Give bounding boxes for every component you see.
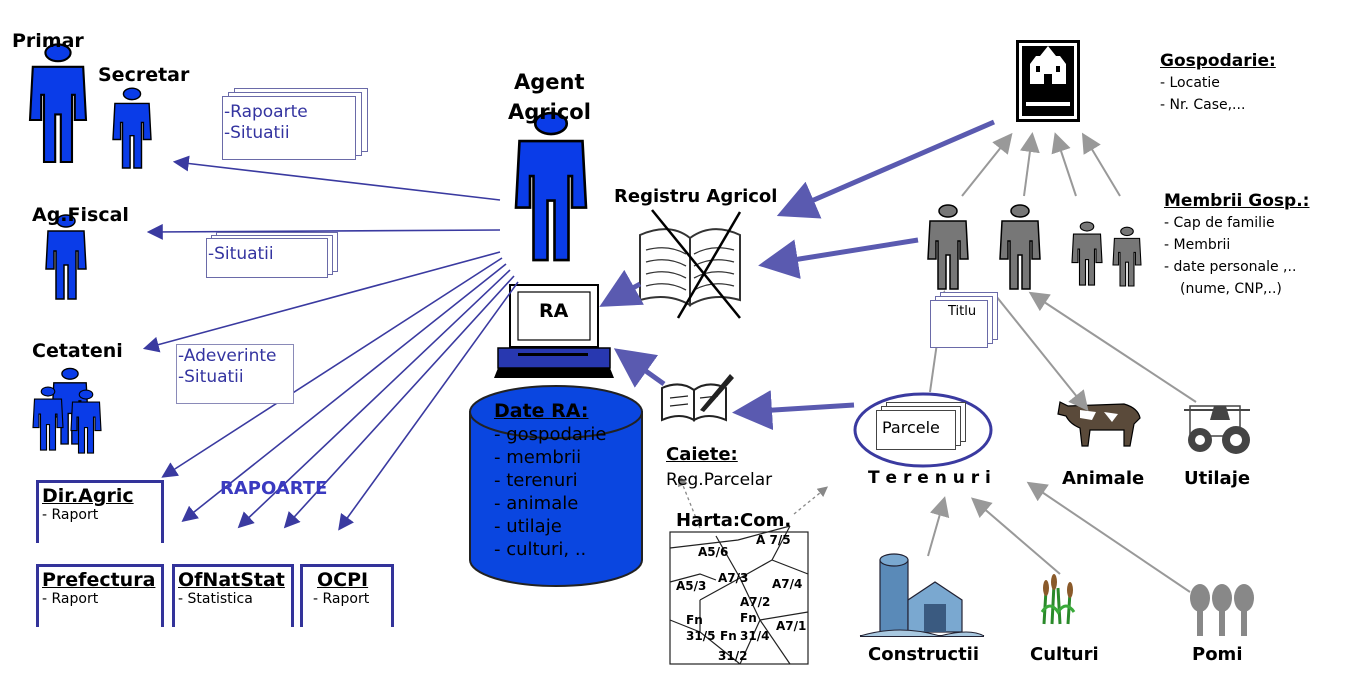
parcele-label: Parcele xyxy=(882,418,940,437)
agent-agricol-person-icon xyxy=(514,111,588,262)
database-title: Date RA: xyxy=(494,400,589,422)
rapoarte-situatii-document: -Rapoarte -Situatii xyxy=(222,88,372,166)
parcele-highlight xyxy=(853,392,993,468)
computer-icon xyxy=(494,284,614,378)
report-title: OCPI xyxy=(317,569,369,591)
relation-arrows xyxy=(927,132,1197,593)
membrii-info: Membrii Gosp.: - Cap de familie - Membri… xyxy=(1164,190,1309,300)
crops-icon xyxy=(1040,574,1076,625)
rapoarte-label: -Rapoarte xyxy=(224,102,308,122)
membrii-item: - Membrii xyxy=(1164,237,1231,253)
ag-fiscal-person-icon xyxy=(45,214,87,300)
situatii-only-label: -Situatii xyxy=(208,244,274,264)
parcele-document: Parcele xyxy=(876,402,966,454)
membrii-item: - date personale ,.. xyxy=(1164,259,1297,275)
utilaje-label: Utilaje xyxy=(1184,468,1251,489)
report-sub: - Raport xyxy=(42,507,99,523)
report-title: OfNatStat xyxy=(178,569,285,591)
report-sub: - Raport xyxy=(42,591,99,607)
ag-fiscal-label: Ag.Fiscal xyxy=(32,204,129,226)
database-text: Date RA: - gospodarie - membrii - terenu… xyxy=(494,400,606,561)
map-parcel-label: 31/4 xyxy=(740,629,769,643)
agent-label-line2: Agricol xyxy=(508,100,591,124)
database-item: - animale xyxy=(494,493,579,514)
gospodarie-item: - Nr. Case,... xyxy=(1160,97,1246,113)
tractor-icon xyxy=(1184,405,1250,454)
registru-book-icon xyxy=(639,209,742,319)
caiete-book-icon xyxy=(661,374,734,422)
trees-icon xyxy=(1190,584,1254,636)
primar-label: Primar xyxy=(12,30,84,52)
database-item: - gospodarie xyxy=(494,424,607,445)
membrii-title: Membrii Gosp.: xyxy=(1164,191,1310,211)
database-item: - membrii xyxy=(494,447,582,468)
gospodarie-item: - Locatie xyxy=(1160,75,1220,91)
cetateni-people-icon xyxy=(32,367,102,454)
adeverinte-label: -Adeverinte xyxy=(178,346,277,366)
titlu-document: Titlu xyxy=(930,292,1000,356)
household-members-icon xyxy=(927,204,1142,290)
map-dotted-arrows xyxy=(678,475,829,529)
animale-label: Animale xyxy=(1062,468,1145,489)
report-prefectura: Prefectura - Raport xyxy=(36,564,164,627)
secretar-label: Secretar xyxy=(98,64,190,86)
adeverinte-situatii-label: -Situatii xyxy=(178,367,244,387)
gospodarie-info: Gospodarie: - Locatie - Nr. Case,... xyxy=(1160,50,1276,116)
database-item: - culturi, .. xyxy=(494,539,587,560)
caiete-sub: Reg.Parcelar xyxy=(666,470,773,490)
cow-icon xyxy=(1057,401,1141,447)
agent-distribution-arrows xyxy=(142,155,519,531)
report-ofnatstat: OfNatStat - Statistica xyxy=(172,564,294,627)
harta-title: Harta:Com. xyxy=(676,510,792,531)
report-sub: - Raport xyxy=(313,591,370,607)
primar-person-icon xyxy=(28,43,88,164)
harta-map-icon xyxy=(669,525,809,665)
map-parcel-label: A7/4 xyxy=(772,577,802,591)
terenuri-label: T e r e n u r i xyxy=(868,468,991,488)
secretar-person-icon xyxy=(112,87,152,169)
constructii-label: Constructii xyxy=(868,644,980,665)
house-icon xyxy=(1016,40,1080,122)
map-parcel-label: Fn xyxy=(686,613,703,627)
map-parcel-label: A5/6 xyxy=(698,545,728,559)
map-parcel-label: A7/1 xyxy=(776,619,806,633)
agent-label-line1: Agent xyxy=(514,70,585,94)
map-parcel-label: A5/3 xyxy=(676,579,706,593)
rapoarte-heading: RAPOARTE xyxy=(220,478,328,499)
report-dir-agric: Dir.Agric - Raport xyxy=(36,480,164,543)
situatii-document: -Situatii xyxy=(206,232,340,280)
map-parcel-label: 31/5 xyxy=(686,629,715,643)
adeverinte-document: -Adeverinte -Situatii xyxy=(176,344,296,406)
report-title: Prefectura xyxy=(42,569,156,591)
situatii-label: -Situatii xyxy=(224,123,290,143)
report-ocpi: OCPI - Raport xyxy=(300,564,394,627)
ra-computer-label: RA xyxy=(539,300,569,322)
membrii-item: - Cap de familie xyxy=(1164,215,1275,231)
pomi-label: Pomi xyxy=(1192,644,1243,665)
titlu-label: Titlu xyxy=(948,304,977,319)
registru-label: Registru Agricol xyxy=(614,186,778,207)
database-item: - utilaje xyxy=(494,516,562,537)
barn-icon xyxy=(859,553,985,637)
caiete-title: Caiete: xyxy=(666,444,738,465)
report-sub: - Statistica xyxy=(178,591,253,607)
data-flow-arrows xyxy=(599,119,995,431)
map-parcel-label: A7/3 xyxy=(718,571,748,585)
gospodarie-title: Gospodarie: xyxy=(1160,51,1276,71)
map-parcel-label: 31/2 xyxy=(718,649,747,663)
map-parcel-label: A 7/5 xyxy=(756,533,791,547)
culturi-label: Culturi xyxy=(1030,644,1099,665)
database-item: - terenuri xyxy=(494,470,578,491)
map-parcel-label: Fn xyxy=(720,629,737,643)
report-title: Dir.Agric xyxy=(42,485,134,507)
membrii-item: (nume, CNP,..) xyxy=(1180,281,1282,297)
map-parcel-label: A7/2 xyxy=(740,595,770,609)
cetateni-label: Cetateni xyxy=(32,340,123,362)
database-cylinder-icon xyxy=(469,385,643,587)
map-parcel-label: Fn xyxy=(740,611,757,625)
